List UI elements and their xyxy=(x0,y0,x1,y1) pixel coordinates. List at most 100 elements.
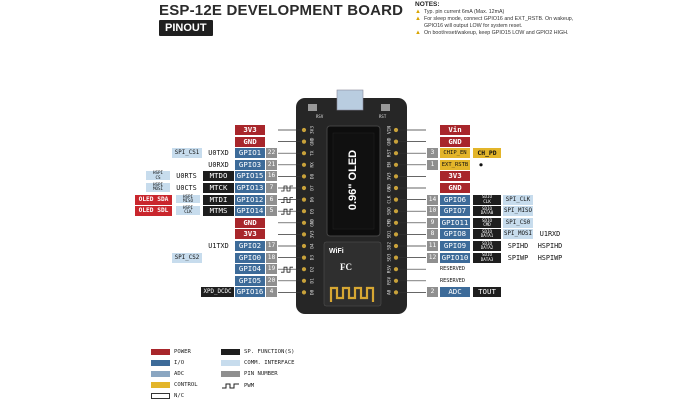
left-pin-comm: XPD_DCDC xyxy=(201,287,234,298)
left-pin-label: GPIO15 xyxy=(235,171,265,182)
right-pin-number: 10 xyxy=(427,206,438,217)
right-board-pin xyxy=(393,278,399,283)
right-pin-extra: HSPIWP xyxy=(537,253,563,262)
right-pin-number: 1 xyxy=(427,159,438,170)
right-pin-gpio: GPIO9 xyxy=(440,241,470,251)
right-pin-tout: TOUT xyxy=(473,287,501,298)
left-board-pin xyxy=(301,278,307,283)
pwm-icon xyxy=(281,208,293,215)
left-silk-text: D1 xyxy=(310,278,316,284)
left-pin-function: U1TXD xyxy=(208,242,229,250)
left-silk-text: GND xyxy=(310,137,316,145)
left-pin-comm: SPI_CS2 xyxy=(172,252,202,263)
left-pin-label: GPIO12 xyxy=(235,194,265,205)
pwm-icon xyxy=(221,382,240,390)
left-pin-alt: U0RTS xyxy=(176,172,197,181)
left-pin-number: 19 xyxy=(266,264,277,275)
left-board-pin xyxy=(301,232,307,237)
right-pin-control: CHIP_EN xyxy=(440,148,470,159)
right-pin-gpio: GPIO6 xyxy=(440,194,470,205)
left-silk-text: RX xyxy=(310,162,316,168)
legend-item-pwm: PWM xyxy=(221,382,254,390)
left-pin-function: U0TXD xyxy=(208,149,229,158)
right-pin-number: 14 xyxy=(427,194,438,205)
right-pin-power: GND xyxy=(440,183,470,193)
antenna-trace xyxy=(329,286,375,302)
right-board-pin xyxy=(393,220,399,225)
right-pin-number: 12 xyxy=(427,252,438,263)
left-pin-function: U0RXD xyxy=(208,160,229,169)
notes-heading: NOTES: xyxy=(415,1,440,8)
right-pin-chpd: CH_PD xyxy=(473,148,501,159)
left-board-pin xyxy=(301,220,307,225)
right-board-pin xyxy=(393,243,399,249)
right-pin-number: 3 xyxy=(427,148,438,159)
left-board-pin xyxy=(301,127,307,133)
left-pin-function: MTCK xyxy=(203,183,234,193)
warning-icon: ▲ xyxy=(415,9,421,15)
right-board-pin xyxy=(393,174,399,179)
right-silk-text: SD2 xyxy=(387,242,393,250)
left-pin-number: 6 xyxy=(266,194,277,205)
legend-item-adc: ADC xyxy=(151,371,184,377)
right-pin-control: EXT_RSTB xyxy=(440,159,470,170)
right-silk-text: SD1 xyxy=(387,230,393,238)
left-silk-text: D3 xyxy=(310,255,316,261)
right-pin-adc: ADC xyxy=(440,287,470,298)
pwm-icon xyxy=(281,185,293,192)
right-pin-gpio: GPIO10 xyxy=(440,252,470,263)
right-silk-text: RSV xyxy=(387,276,393,284)
right-board-pin xyxy=(393,127,399,133)
left-silk-text: GND xyxy=(310,218,316,226)
left-pin-comm: SPI_CS1 xyxy=(172,148,202,159)
left-pin-label: GPIO13 xyxy=(235,183,265,193)
right-board-pin xyxy=(393,232,399,237)
note-3: ▲On boot/reset/wakeup, keep GPIO15 LOW a… xyxy=(415,30,585,37)
left-board-pin xyxy=(301,151,307,156)
note-1: ▲Typ. pin current 6mA (Max. 12mA) xyxy=(415,9,585,16)
right-silk-text: CMD xyxy=(387,218,393,226)
left-pin-number: 20 xyxy=(266,275,277,286)
left-pin-oled: OLED SDA xyxy=(135,194,172,205)
left-board-pin xyxy=(301,174,307,179)
legend-item-comm: COMM. INTERFACE xyxy=(221,360,295,366)
top-label-rsv: RSV xyxy=(316,114,324,119)
warning-icon: ▲ xyxy=(415,16,421,22)
screen-text-wrap: 0.96" OLED xyxy=(338,130,368,230)
right-board-pin xyxy=(393,290,399,295)
note-text: On boot/reset/wakeup, keep GPIO15 LOW an… xyxy=(423,30,569,36)
left-board-pin xyxy=(301,267,307,272)
flash-button xyxy=(381,104,390,111)
left-board-pin xyxy=(301,209,307,214)
right-pin-number: 11 xyxy=(427,241,438,251)
left-pin-alt: U0CTS xyxy=(176,184,197,192)
left-pin-label: GPIO4 xyxy=(235,264,265,275)
left-board-pin xyxy=(301,255,307,260)
left-pin-number: 5 xyxy=(266,206,277,217)
left-pin-number: 4 xyxy=(266,287,277,298)
right-board-pin xyxy=(393,151,399,156)
left-pin-function: MTDI xyxy=(203,194,234,205)
warning-icon: ▲ xyxy=(415,30,421,36)
right-board-pin xyxy=(393,185,399,191)
right-pin-spi: SPI_MISO xyxy=(503,206,533,217)
left-pin-number: 7 xyxy=(266,183,277,193)
right-board-pin xyxy=(393,139,399,144)
right-pin-power: GND xyxy=(440,136,470,147)
fcc-logo: FC xyxy=(340,262,352,272)
right-silk-text: VIN xyxy=(387,126,393,134)
right-silk-text: 3V3 xyxy=(387,172,393,180)
note-2: ▲For sleep mode, connect GPIO16 and EXT_… xyxy=(415,16,585,30)
legend-item-io: I/O xyxy=(151,360,184,366)
legend-item-special: SP. FUNCTION(S) xyxy=(221,349,295,355)
left-silk-text: D6 xyxy=(310,197,316,203)
left-pin-number: 22 xyxy=(266,148,277,159)
right-pin-number: 8 xyxy=(427,229,438,240)
left-pin-number: 21 xyxy=(266,159,277,170)
